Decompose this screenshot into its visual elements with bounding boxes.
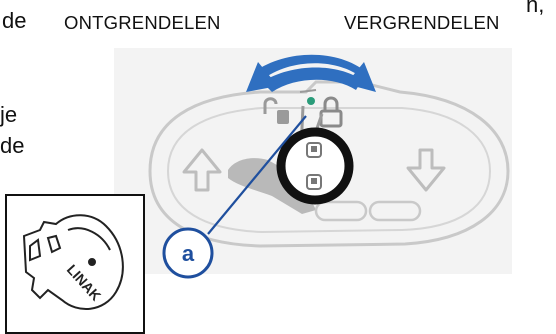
rotation-arrow-icon xyxy=(246,54,376,92)
top-tick-line xyxy=(299,89,317,93)
lock-label: VERGRENDELEN xyxy=(344,12,500,33)
control-outline xyxy=(148,80,510,248)
callout-a-badge: a xyxy=(162,227,214,279)
text-fragment-3: je xyxy=(0,102,18,127)
up-arrow-icon xyxy=(182,148,222,192)
inner-outline xyxy=(166,107,492,234)
key-image-frame xyxy=(5,194,145,334)
text-fragment-2: de xyxy=(2,8,27,33)
indicator-dot xyxy=(307,97,315,105)
recline-shape xyxy=(228,158,316,214)
lock-knob[interactable] xyxy=(276,127,354,205)
text-fragment-1: n, xyxy=(526,0,545,17)
callout-line xyxy=(207,115,307,235)
callout-a-label: a xyxy=(182,241,195,266)
down-arrow-icon xyxy=(406,148,446,192)
oval-button-1 xyxy=(314,200,368,222)
unlock-label: ONTGRENDELEN xyxy=(64,12,221,33)
unlocked-padlock-icon xyxy=(263,97,289,124)
key-icon xyxy=(22,214,124,311)
text-fragment-4: de xyxy=(0,133,25,158)
oval-button-2 xyxy=(368,200,422,222)
